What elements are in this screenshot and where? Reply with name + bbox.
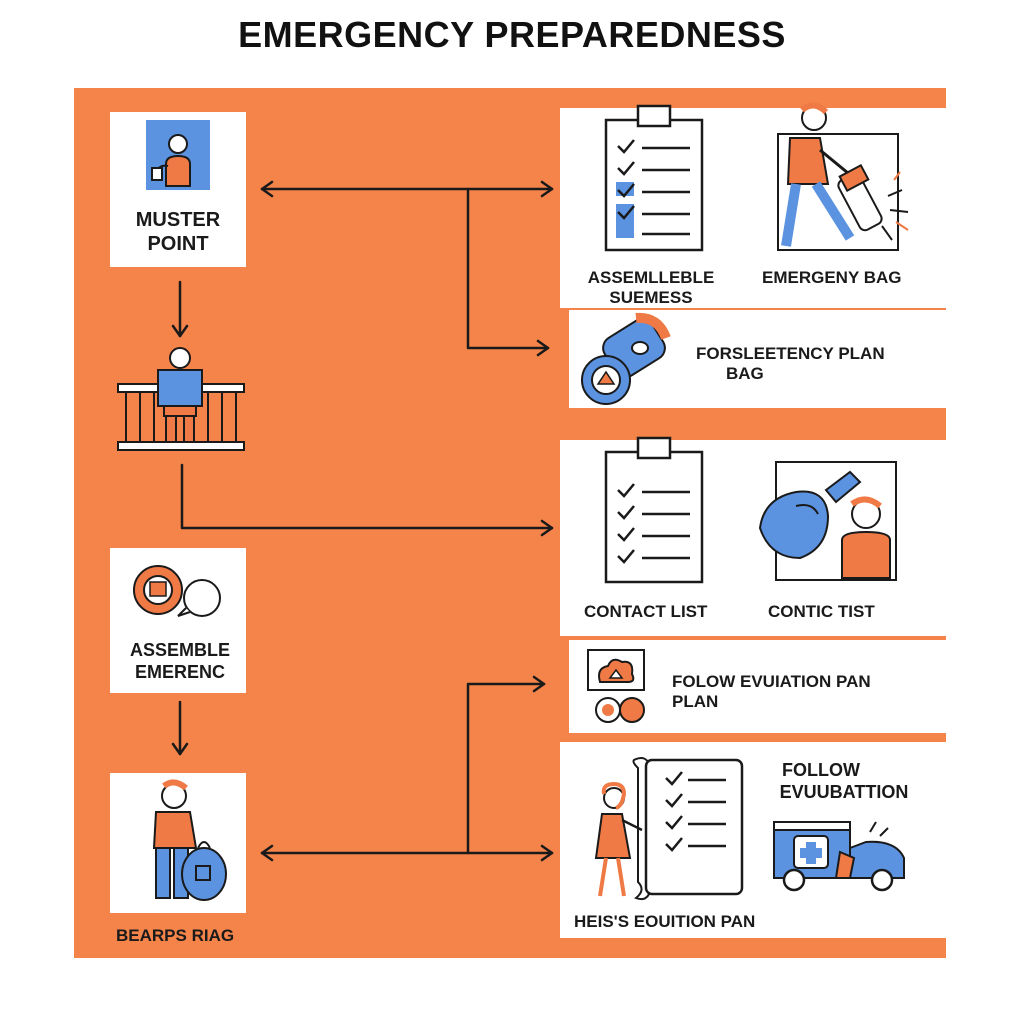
forsleetency-plan-line1: FORSLEETENCY PLAN [696, 344, 885, 363]
follow-evuubattion-label: FOLLOW EVUUBATTION [770, 760, 918, 803]
person-at-sign-icon [146, 120, 210, 190]
assemble-supplies-label: ASSEMLLEBLE SUEMESS [566, 268, 736, 309]
assemble-supplies-line1: ASSEMLLEBLE [587, 268, 715, 287]
medical-kit-icon [581, 312, 671, 405]
contact-list-label: CONTACT LIST [584, 602, 708, 621]
girl-with-scroll-icon [594, 757, 744, 901]
muster-point-line2: POINT [147, 233, 209, 255]
assemble-supplies-line2: SUEMESS [609, 288, 693, 308]
person-at-gate-icon [117, 347, 245, 451]
forsleetency-plan-label: FORSLEETENCY PLAN BAG [696, 344, 885, 385]
ambulance-icon [773, 821, 905, 892]
follow-evuubattion-line2: EVUUBATTION [779, 781, 909, 802]
kit-chat-icon [133, 565, 221, 617]
folow-evuiation-label: FOLOW EVUIATION PAN PLAN [672, 672, 871, 713]
map-tokens-icon [587, 649, 645, 723]
assemble-emergenc-card [110, 548, 246, 693]
heiss-eouition-label: HEIS'S EOUITION PAN [574, 912, 756, 931]
folow-evuiation-line2: PLAN [672, 692, 719, 712]
follow-evuubattion-line1: FOLLOW [782, 760, 860, 780]
checklist-icon [604, 436, 704, 584]
emergency-bag-label: EMERGENY BAG [762, 268, 902, 287]
folow-evuiation-line1: FOLOW EVUIATION PAN [672, 672, 871, 691]
bearps-riag-label: BEARPS RIAG [116, 926, 235, 945]
muster-point-label: MUSTER POINT [110, 208, 246, 256]
forsleetency-plan-line2: BAG [726, 364, 764, 384]
assemble-emergenc-line1: ASSEMBLE [129, 640, 230, 660]
person-calling-icon [758, 461, 897, 581]
muster-point-line1: MUSTER [135, 209, 221, 231]
page-title: EMERGENCY PREPAREDNESS [238, 14, 786, 55]
checklist-icon [604, 104, 704, 252]
contic-tist-label: CONTIC TIST [768, 602, 875, 621]
person-with-bag-icon [152, 779, 227, 901]
assemble-emergenc-line2: EMERENC [134, 661, 225, 682]
person-pushing-icon [777, 102, 909, 251]
assemble-emergenc-label: ASSEMBLE EMERENC [110, 640, 250, 683]
